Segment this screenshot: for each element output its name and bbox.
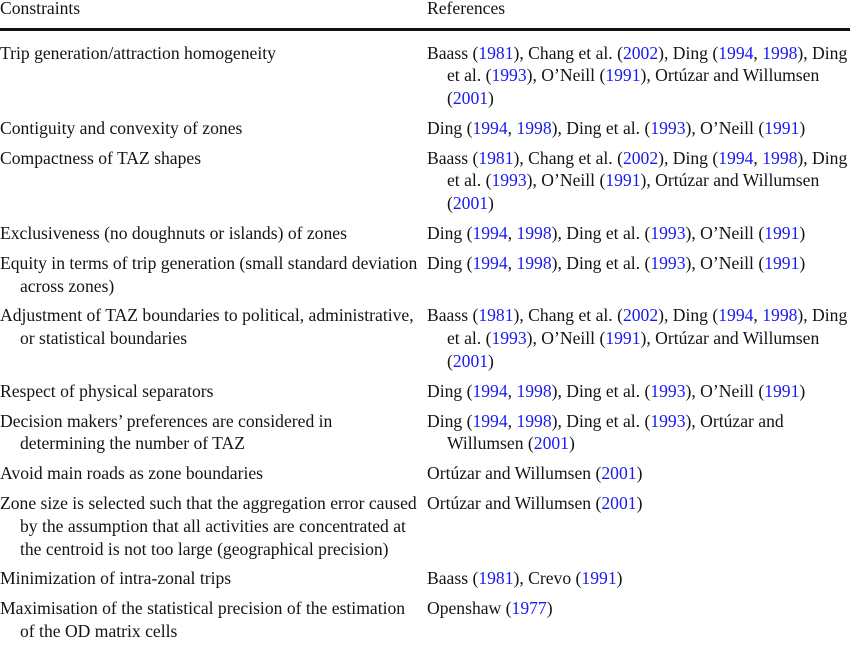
citation-year-link[interactable]: 1991 bbox=[605, 170, 641, 191]
references-cell: Ding (1994, 1998), Ding et al. (1993), O… bbox=[427, 222, 806, 243]
references-cell: Baass (1981), Crevo (1991) bbox=[427, 568, 623, 589]
citation-year-link[interactable]: 1998 bbox=[762, 42, 798, 63]
citation-year-link[interactable]: 2001 bbox=[452, 193, 489, 214]
citation-year-link[interactable]: 1993 bbox=[650, 410, 686, 431]
citation-year-link[interactable]: 1998 bbox=[516, 410, 552, 431]
citation-year-link[interactable]: 2001 bbox=[533, 433, 569, 454]
citation-year-link[interactable]: 2001 bbox=[452, 87, 489, 108]
citation-year-link[interactable]: 1994 bbox=[472, 380, 508, 401]
citation-year-link[interactable]: 1993 bbox=[650, 222, 686, 243]
citation-year-link[interactable]: 1994 bbox=[472, 222, 508, 243]
references-cell: Ding (1994, 1998), Ding et al. (1993), O… bbox=[427, 252, 806, 273]
table-row: Contiguity and convexity of zones Ding (… bbox=[0, 117, 850, 140]
constraint-cell: Avoid main roads as zone boundaries bbox=[0, 463, 264, 484]
citation-year-link[interactable]: 2002 bbox=[622, 147, 659, 168]
citation-year-link[interactable]: 2001 bbox=[452, 350, 489, 371]
constraint-cell: Adjustment of TAZ boundaries to politica… bbox=[0, 305, 414, 349]
citation-year-link[interactable]: 1994 bbox=[472, 410, 508, 431]
references-cell: Baass (1981), Chang et al. (2002), Ding … bbox=[427, 42, 848, 108]
citation-year-link[interactable]: 1998 bbox=[516, 222, 552, 243]
citation-year-link[interactable]: 1991 bbox=[605, 328, 641, 349]
table-header-row: Constraints References bbox=[0, 0, 850, 21]
header-constraints: Constraints bbox=[0, 0, 81, 18]
constraint-cell: Minimization of intra-zonal trips bbox=[0, 568, 232, 589]
constraint-cell: Equity in terms of trip generation (smal… bbox=[0, 252, 418, 296]
citation-year-link[interactable]: 1991 bbox=[764, 222, 800, 243]
table-row: Zone size is selected such that the aggr… bbox=[0, 492, 850, 560]
references-cell: Openshaw (1977) bbox=[427, 598, 553, 619]
citation-year-link[interactable]: 1993 bbox=[491, 328, 527, 349]
table-row: Trip generation/attraction homogeneity B… bbox=[0, 42, 850, 110]
citation-year-link[interactable]: 1981 bbox=[478, 147, 514, 168]
citation-year-link[interactable]: 1991 bbox=[605, 65, 641, 86]
constraint-cell: Maximisation of the statistical precisio… bbox=[0, 598, 406, 642]
citation-year-link[interactable]: 1998 bbox=[762, 305, 798, 326]
citation-year-link[interactable]: 1993 bbox=[650, 252, 686, 273]
citation-year-link[interactable]: 1998 bbox=[516, 380, 552, 401]
citation-year-link[interactable]: 2001 bbox=[601, 463, 637, 484]
citation-year-link[interactable]: 1994 bbox=[472, 252, 508, 273]
constraint-cell: Trip generation/attraction homogeneity bbox=[0, 42, 276, 63]
citation-year-link[interactable]: 2002 bbox=[622, 42, 659, 63]
table-row: Decision makers’ preferences are conside… bbox=[0, 410, 850, 455]
references-cell: Ding (1994, 1998), Ding et al. (1993), O… bbox=[427, 380, 806, 401]
citation-year-link[interactable]: 1994 bbox=[718, 147, 754, 168]
header-references: References bbox=[427, 0, 506, 18]
references-cell: Ding (1994, 1998), Ding et al. (1993), O… bbox=[427, 410, 784, 454]
constraint-cell: Compactness of TAZ shapes bbox=[0, 147, 202, 168]
citation-year-link[interactable]: 1981 bbox=[478, 42, 514, 63]
citation-year-link[interactable]: 1991 bbox=[764, 380, 800, 401]
citation-year-link[interactable]: 1991 bbox=[764, 117, 800, 138]
citation-year-link[interactable]: 1977 bbox=[511, 598, 547, 619]
citation-year-link[interactable]: 1993 bbox=[650, 380, 686, 401]
table-row: Exclusiveness (no doughnuts or islands) … bbox=[0, 222, 850, 245]
references-cell: Baass (1981), Chang et al. (2002), Ding … bbox=[427, 147, 848, 214]
table-body: Trip generation/attraction homogeneity B… bbox=[0, 31, 850, 643]
table-row: Equity in terms of trip generation (smal… bbox=[0, 252, 850, 297]
references-cell: Ortúzar and Willumsen (2001) bbox=[427, 493, 643, 514]
citation-year-link[interactable]: 1994 bbox=[718, 42, 754, 63]
citation-year-link[interactable]: 2001 bbox=[601, 493, 637, 514]
constraint-cell: Decision makers’ preferences are conside… bbox=[0, 410, 333, 454]
header-rule bbox=[0, 28, 850, 31]
citation-year-link[interactable]: 1998 bbox=[516, 117, 552, 138]
constraint-cell: Zone size is selected such that the aggr… bbox=[0, 493, 417, 559]
citation-year-link[interactable]: 1981 bbox=[478, 568, 514, 589]
table-row: Minimization of intra-zonal trips Baass … bbox=[0, 567, 850, 590]
citation-year-link[interactable]: 1998 bbox=[516, 252, 552, 273]
citation-year-link[interactable]: 2002 bbox=[622, 305, 659, 326]
citation-year-link[interactable]: 1981 bbox=[478, 305, 514, 326]
constraint-cell: Respect of physical separators bbox=[0, 380, 214, 401]
citation-year-link[interactable]: 1993 bbox=[491, 65, 527, 86]
references-cell: Ding (1994, 1998), Ding et al. (1993), O… bbox=[427, 117, 806, 138]
constraint-cell: Contiguity and convexity of zones bbox=[0, 117, 243, 138]
references-cell: Ortúzar and Willumsen (2001) bbox=[427, 463, 643, 484]
citation-year-link[interactable]: 1994 bbox=[472, 117, 508, 138]
table-row: Respect of physical separators Ding (199… bbox=[0, 380, 850, 403]
citation-year-link[interactable]: 1991 bbox=[581, 568, 617, 589]
citation-year-link[interactable]: 1998 bbox=[762, 147, 798, 168]
references-cell: Baass (1981), Chang et al. (2002), Ding … bbox=[427, 305, 848, 371]
constraint-cell: Exclusiveness (no doughnuts or islands) … bbox=[0, 222, 347, 243]
citation-year-link[interactable]: 1993 bbox=[491, 170, 527, 191]
citation-year-link[interactable]: 1991 bbox=[764, 252, 800, 273]
citation-year-link[interactable]: 1993 bbox=[650, 117, 686, 138]
table-row: Compactness of TAZ shapes Baass (1981), … bbox=[0, 147, 850, 215]
table-row: Adjustment of TAZ boundaries to politica… bbox=[0, 304, 850, 372]
table-row: Maximisation of the statistical precisio… bbox=[0, 597, 850, 642]
constraints-references-table: Constraints References Trip generation/a… bbox=[0, 0, 850, 643]
citation-year-link[interactable]: 1994 bbox=[718, 305, 754, 326]
table-row: Avoid main roads as zone boundaries Ortú… bbox=[0, 462, 850, 485]
